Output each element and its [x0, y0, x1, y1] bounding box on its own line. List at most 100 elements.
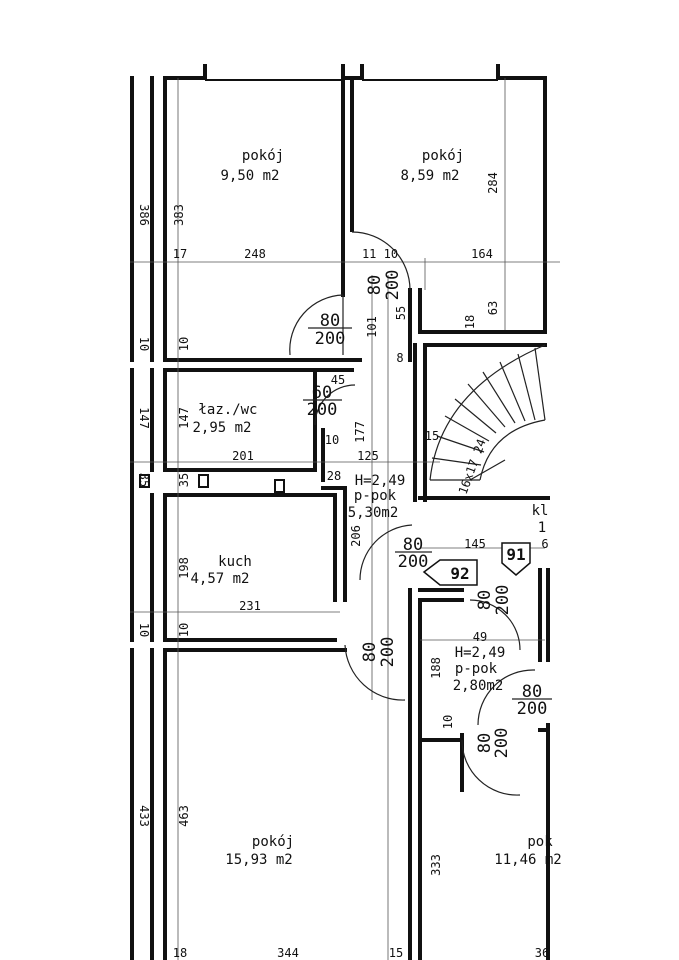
- door-c-width: 60: [312, 383, 332, 403]
- hall2-height: H=2,49: [455, 645, 506, 661]
- dim-63: 63: [486, 301, 500, 315]
- dimension-texts: 386 383 17 248 11 10 164 284 63 18 101 5…: [137, 172, 549, 960]
- dim-15b: 15: [389, 946, 403, 960]
- room3-name: pokój: [252, 834, 294, 850]
- room3-area: 15,93 m2: [225, 852, 292, 868]
- vent-2: [198, 474, 209, 488]
- vents: [139, 474, 285, 493]
- door-c-height: 200: [307, 400, 338, 420]
- stair-step-10: [534, 347, 546, 421]
- vent-3: [274, 479, 285, 493]
- tag-91-label: 91: [506, 545, 525, 564]
- door-d-height: 200: [398, 552, 429, 572]
- room4-area: 11,46 m2: [494, 852, 561, 868]
- stair-step-6: [467, 383, 506, 428]
- dim-35b: 35: [177, 473, 191, 487]
- stair-step-3: [436, 435, 485, 453]
- hall2-name: p-pok: [455, 661, 498, 677]
- door-g-height: 200: [517, 699, 548, 719]
- dim-125: 125: [357, 449, 379, 463]
- dim-1110: 11 10: [362, 247, 398, 261]
- dim-433: 433: [137, 805, 151, 827]
- dim-35a: 35: [137, 473, 151, 487]
- dim-45: 45: [331, 373, 345, 387]
- dim-145: 145: [464, 537, 486, 551]
- dim-10b: 10: [137, 337, 151, 351]
- dim-10d: 10: [137, 623, 151, 637]
- tag-92-box: [422, 559, 478, 586]
- door-a-height: 200: [383, 270, 403, 301]
- stair-room-area: 1: [538, 520, 546, 536]
- dim-463: 463: [177, 805, 191, 827]
- dim-198: 198: [177, 557, 191, 579]
- stair-step-7: [482, 371, 516, 424]
- dim-36: 36: [535, 946, 549, 960]
- room1-name: pokój: [242, 148, 284, 164]
- dim-10a: 10: [177, 337, 191, 351]
- stair-step-9: [517, 353, 536, 421]
- dim-49: 49: [473, 630, 487, 644]
- door-room2-arc: [351, 231, 411, 291]
- bath-area: 2,95 m2: [192, 420, 251, 436]
- dim-28: 28: [327, 469, 341, 483]
- door-room4-arc: [461, 739, 521, 796]
- room2-name: pokój: [422, 148, 464, 164]
- door-f-height: 200: [378, 637, 398, 668]
- dim-188: 188: [429, 657, 443, 679]
- stair-step-4: [444, 415, 490, 442]
- dim-17a: 17: [173, 247, 187, 261]
- dim-18b: 18: [173, 946, 187, 960]
- dim-344: 344: [277, 946, 299, 960]
- dim-8: 8: [396, 351, 403, 365]
- dim-383: 383: [172, 204, 186, 226]
- dim-15a: 15: [425, 429, 439, 443]
- door-g-width: 80: [522, 682, 542, 702]
- bath-name: łaz./wc: [198, 402, 257, 418]
- door-b-height: 200: [315, 329, 346, 349]
- room1-area: 9,50 m2: [220, 168, 279, 184]
- hall1-height: H=2,49: [355, 473, 406, 489]
- door-h-width: 80: [475, 733, 495, 753]
- kitchen-area: 4,57 m2: [190, 571, 249, 587]
- door-e-width: 80: [475, 590, 495, 610]
- doors: [289, 231, 536, 796]
- door-d-width: 80: [403, 535, 423, 555]
- tag-91-box: [501, 542, 531, 576]
- stair-step-8: [499, 361, 526, 422]
- dim-333: 333: [429, 854, 443, 876]
- dim-147a: 147: [137, 407, 151, 429]
- dim-18a: 18: [463, 315, 477, 329]
- dim-55: 55: [394, 306, 408, 320]
- door-bath-arc: [314, 384, 356, 426]
- stair-step-5: [454, 398, 497, 434]
- dim-248: 248: [244, 247, 266, 261]
- door-hall2-arc: [469, 599, 521, 651]
- vent-1: [139, 474, 150, 488]
- walls: [130, 64, 550, 960]
- dim-206: 206: [349, 525, 363, 547]
- stair-room-name: kl: [532, 503, 549, 519]
- room2-area: 8,59 m2: [400, 168, 459, 184]
- dim-284: 284: [486, 172, 500, 194]
- dim-10c: 10: [325, 433, 339, 447]
- door-a-width: 80: [365, 275, 385, 295]
- door-b-width: 80: [320, 311, 340, 331]
- hall1-name: p-pok: [354, 488, 397, 504]
- tag-92-label: 92: [450, 564, 469, 583]
- door-e-height: 200: [493, 585, 513, 616]
- stair-step-2: [431, 457, 482, 466]
- room-labels: pokój 9,50 m2 pokój 8,59 m2 łaz./wc 2,95…: [190, 148, 561, 868]
- dim-147b: 147: [177, 407, 191, 429]
- dim-101: 101: [365, 316, 379, 338]
- door-room3-arc: [344, 644, 406, 701]
- stair-inner-arc: [479, 419, 546, 481]
- door-h-height: 200: [492, 728, 512, 759]
- dim-201: 201: [232, 449, 254, 463]
- hall2-area: 2,80m2: [453, 678, 504, 694]
- dim-164: 164: [471, 247, 493, 261]
- dim-10e: 10: [177, 623, 191, 637]
- dim-10f: 10: [441, 715, 455, 729]
- dim-386: 386: [137, 204, 151, 226]
- tags: 92 91: [422, 542, 531, 586]
